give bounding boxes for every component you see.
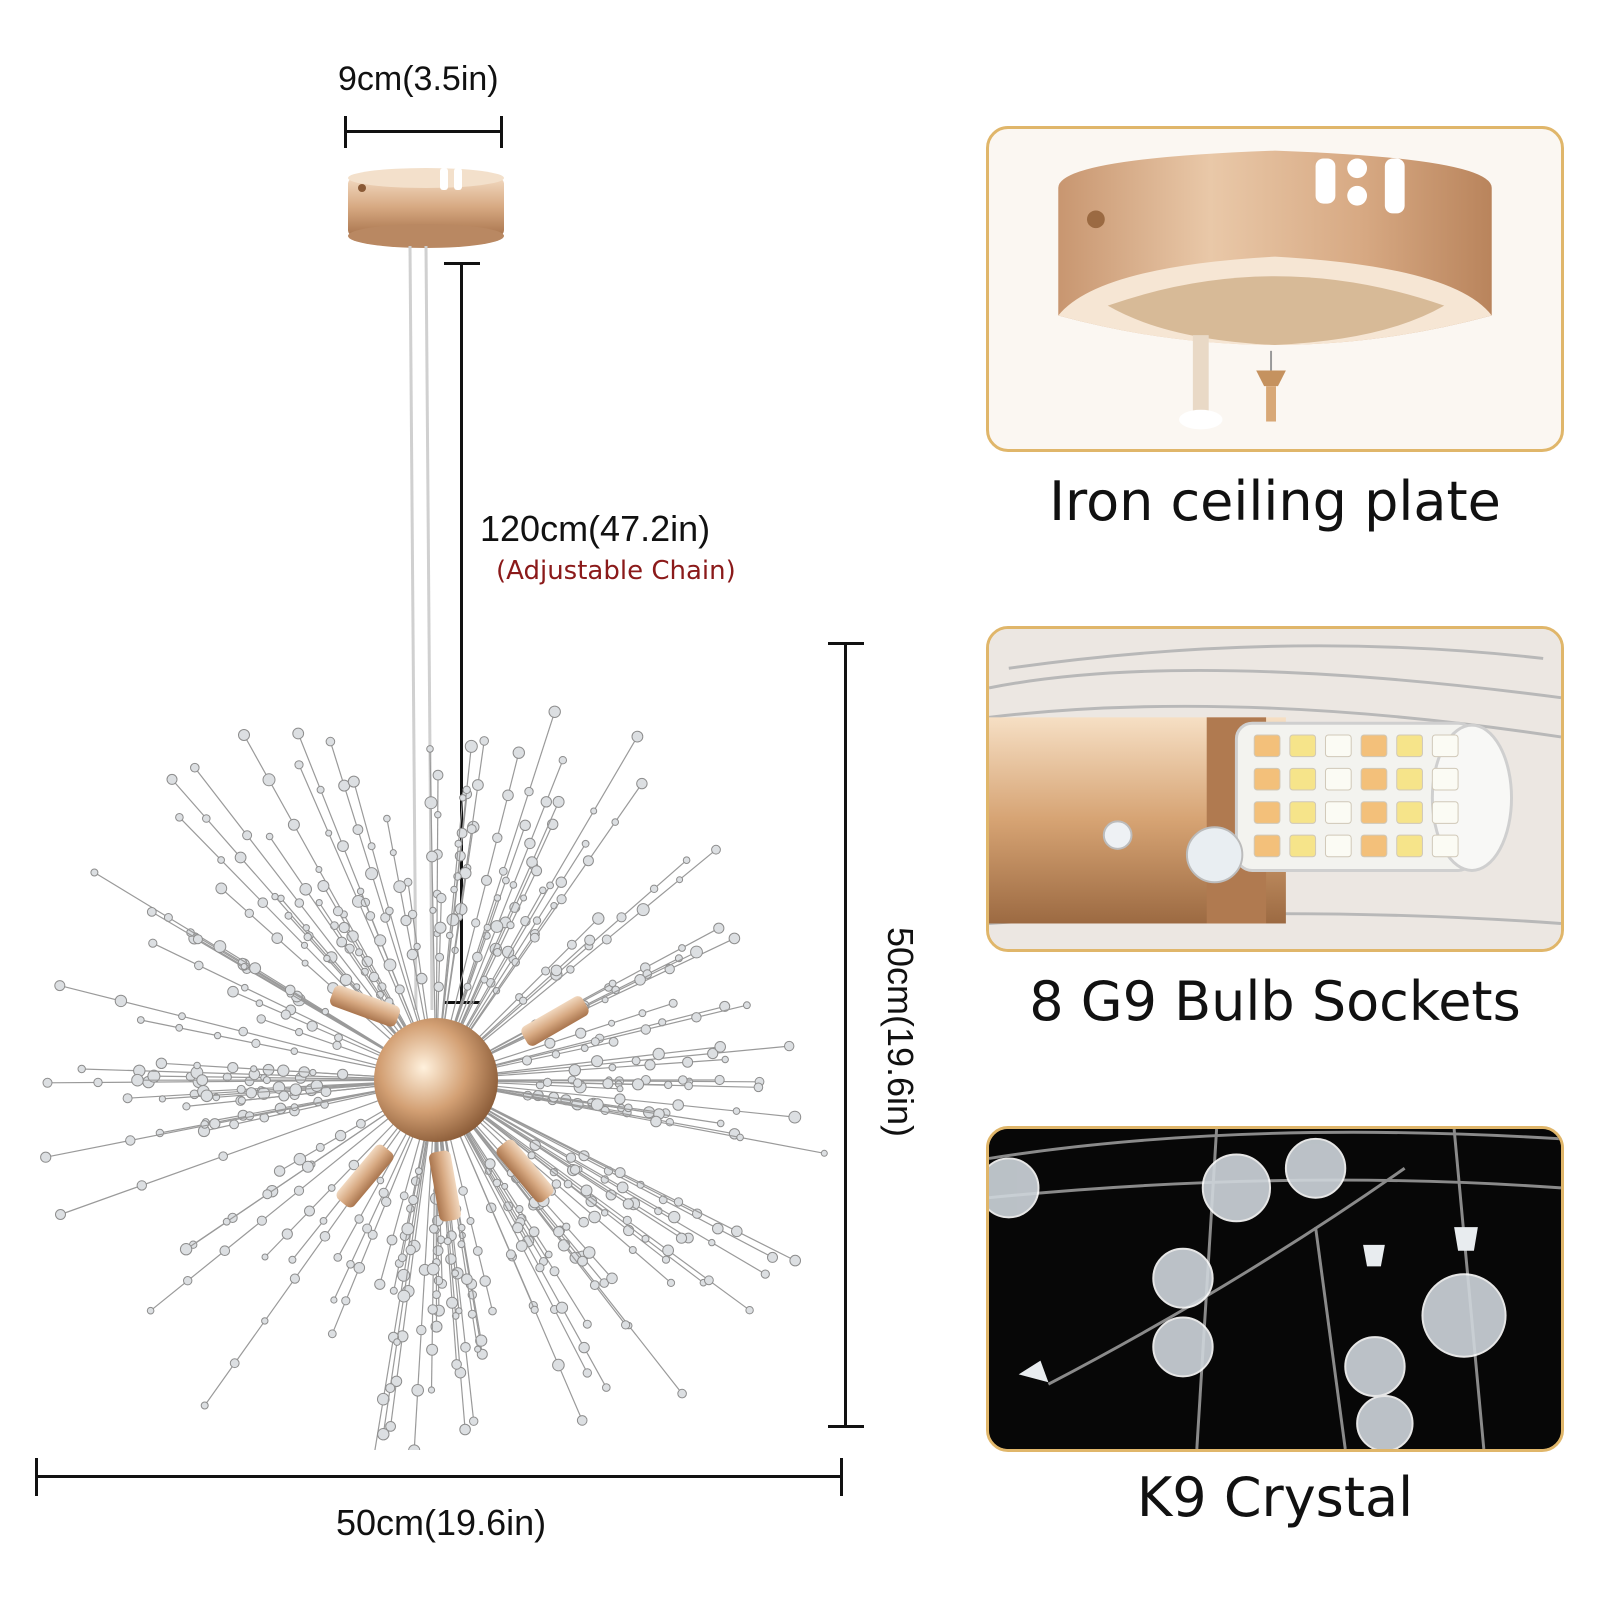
g9-bulb-image (989, 629, 1561, 949)
width-tick-right (840, 1458, 843, 1496)
plate-width-label: 9cm(3.5in) (338, 60, 499, 98)
width-line (36, 1475, 842, 1478)
width-label: 50cm(19.6in) (336, 1502, 547, 1543)
ceiling-plate-panel (986, 126, 1564, 452)
chandelier-illustration (40, 168, 828, 1450)
crystal-panel (986, 1126, 1564, 1452)
chain-length-tick-top (444, 262, 480, 265)
plate-width-tick-right (500, 116, 503, 148)
bulb-sockets-panel (986, 626, 1564, 952)
plate-width-line (346, 130, 502, 133)
ceiling-plate-caption: Iron ceiling plate (1049, 470, 1501, 533)
plate-width-tick-left (344, 116, 347, 148)
chain-length-line (460, 263, 463, 1003)
height-tick-bottom (828, 1425, 864, 1428)
chain-note-label: (Adjustable Chain) (496, 556, 736, 586)
k9-crystal-image (989, 1129, 1561, 1449)
ceiling-plate-image (1058, 150, 1492, 430)
height-tick-top (828, 642, 864, 645)
central-hub (374, 1018, 498, 1142)
width-tick-left (35, 1458, 38, 1496)
bulb-sockets-caption: 8 G9 Bulb Sockets (1029, 970, 1521, 1033)
crystal-caption: K9 Crystal (1136, 1466, 1414, 1529)
height-line (844, 643, 847, 1427)
ceiling-canopy (348, 168, 504, 248)
suspension-wires (408, 245, 434, 1011)
chain-length-label: 120cm(47.2in) (480, 508, 711, 549)
height-label: 50cm(19.6in) (880, 926, 921, 1138)
